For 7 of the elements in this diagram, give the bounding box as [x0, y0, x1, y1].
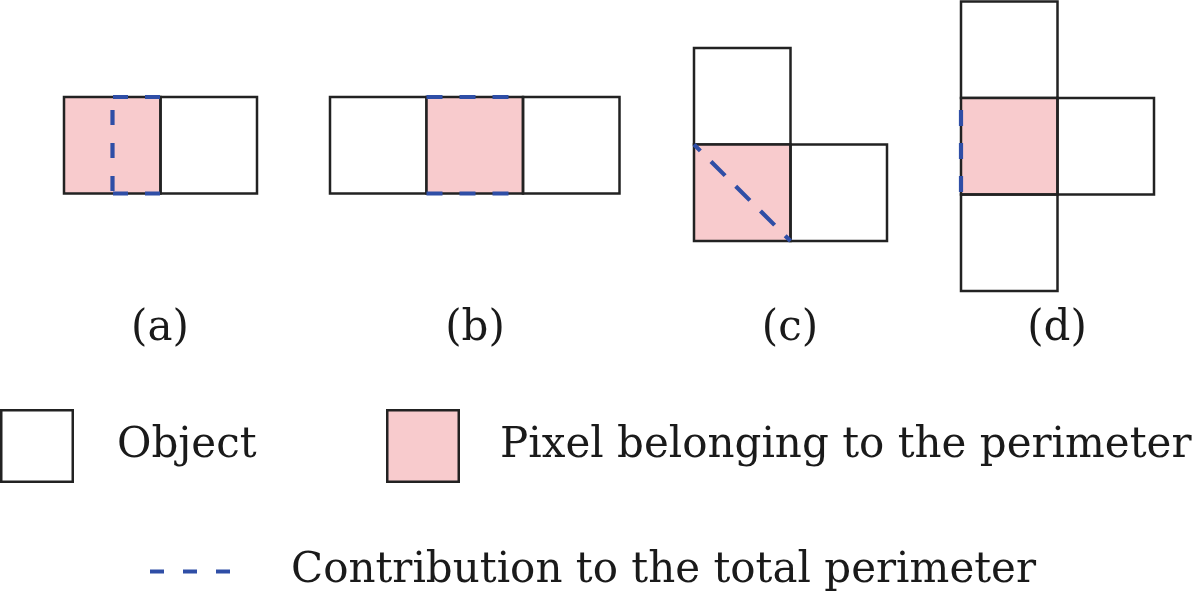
panel-caption: (b) — [445, 301, 505, 352]
legend-label: Contribution to the total perimeter — [291, 543, 1037, 593]
panel-caption: (d) — [1027, 301, 1087, 352]
legend-label: Object — [117, 418, 257, 469]
panel-caption: (c) — [761, 301, 819, 352]
legend-label: Pixel belonging to the perimeter — [500, 418, 1192, 469]
panel-caption: (a) — [131, 301, 189, 352]
